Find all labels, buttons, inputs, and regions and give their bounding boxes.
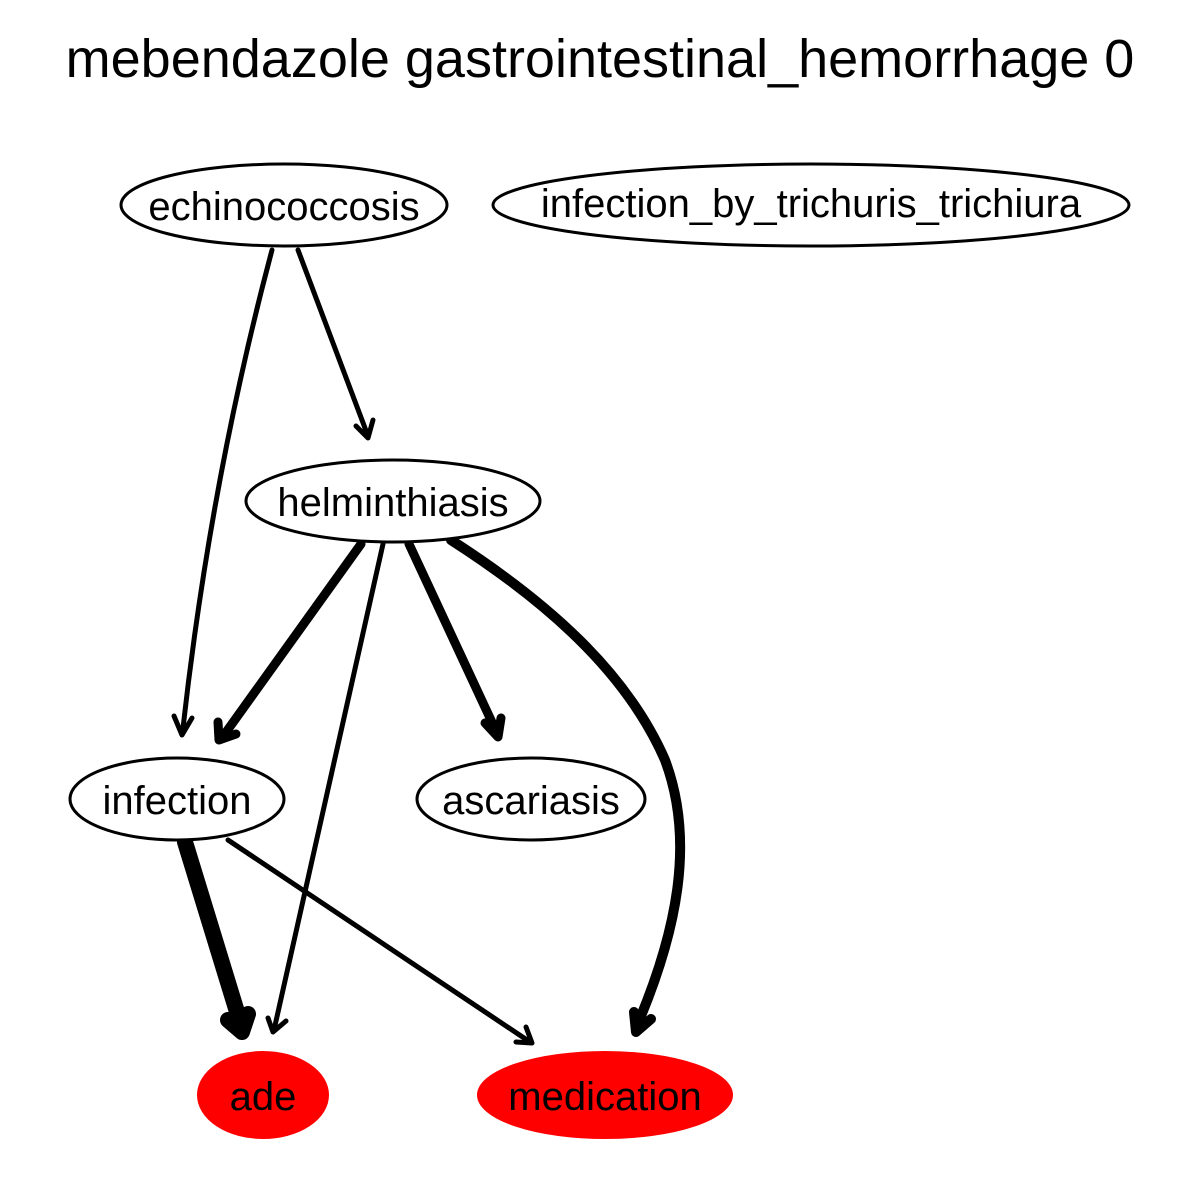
edge-helminthiasis-medication <box>446 535 686 1037</box>
edge-infection-ade <box>177 834 256 1040</box>
edges <box>171 247 686 1046</box>
edge-helminthiasis-ascariasis <box>404 539 506 742</box>
edge-helminthiasis-infection <box>213 539 366 745</box>
node-infection: infection <box>68 756 286 842</box>
edge-echinococcosis-helminthiasis <box>295 247 376 441</box>
node-label-medication: medication <box>508 1075 701 1119</box>
diagram-title: mebendazole gastrointestinal_hemorrhage … <box>65 29 1135 89</box>
node-label-infection: infection <box>103 779 252 823</box>
node-label-trichuris: infection_by_trichuris_trichiura <box>541 182 1082 226</box>
node-infection-by-trichuris-trichiura: infection_by_trichuris_trichiura <box>491 162 1131 248</box>
edge-echinococcosis-infection <box>171 247 275 738</box>
node-label-helminthiasis: helminthiasis <box>277 481 508 525</box>
node-medication: medication <box>477 1051 733 1139</box>
edge-helminthiasis-ade <box>265 541 386 1035</box>
node-echinococcosis: echinococcosis <box>119 162 449 248</box>
edge-infection-medication <box>225 837 535 1046</box>
node-label-ascariasis: ascariasis <box>442 779 620 823</box>
node-ascariasis: ascariasis <box>415 756 647 842</box>
node-helminthiasis: helminthiasis <box>244 458 542 544</box>
node-ade: ade <box>197 1051 329 1139</box>
node-label-echinococcosis: echinococcosis <box>148 185 419 229</box>
node-label-ade: ade <box>230 1075 297 1119</box>
